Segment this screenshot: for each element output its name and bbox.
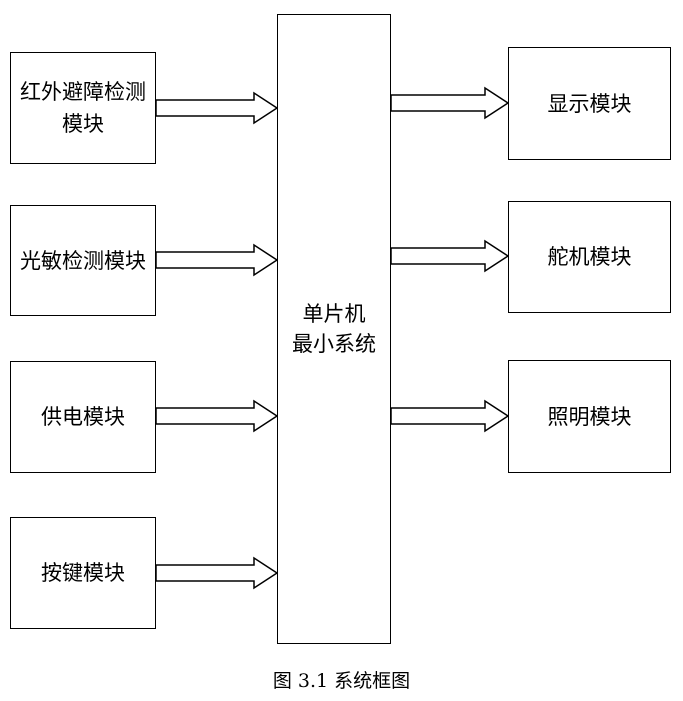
display-module-label: 显示模块: [547, 91, 632, 116]
power-supply-module-box: 供电模块: [10, 361, 156, 473]
servo-module-label: 舵机模块: [547, 245, 632, 269]
light-sensor-module-label: 光敏检测模块: [20, 248, 146, 273]
arrow-light-sensor-to-mcu: [155, 243, 279, 277]
arrow-mcu-to-lighting: [390, 399, 510, 433]
servo-module-box: 舵机模块: [508, 201, 671, 313]
lighting-module-label: 照明模块: [547, 404, 632, 429]
arrow-key-to-mcu: [155, 556, 279, 590]
infrared-obstacle-module-box: 红外避障检测模块: [10, 52, 156, 164]
figure-caption: 图 3.1 系统框图: [272, 670, 411, 692]
arrow-infrared-to-mcu: [155, 91, 279, 125]
key-module-box: 按键模块: [10, 517, 156, 629]
display-module-box: 显示模块: [508, 47, 671, 160]
power-supply-module-label: 供电模块: [41, 405, 125, 429]
light-sensor-module-box: 光敏检测模块: [10, 205, 156, 316]
lighting-module-box: 照明模块: [508, 360, 671, 473]
infrared-obstacle-module-label: 红外避障检测模块: [20, 80, 146, 136]
key-module-label: 按键模块: [41, 561, 125, 585]
mcu-label-line2: 最小系统: [292, 332, 376, 356]
arrow-power-to-mcu: [155, 399, 279, 433]
mcu-label-line1: 单片机: [302, 302, 366, 326]
mcu-minimum-system-box: 单片机 最小系统: [277, 14, 391, 644]
arrow-mcu-to-display: [390, 86, 510, 120]
arrow-mcu-to-servo: [390, 239, 510, 273]
